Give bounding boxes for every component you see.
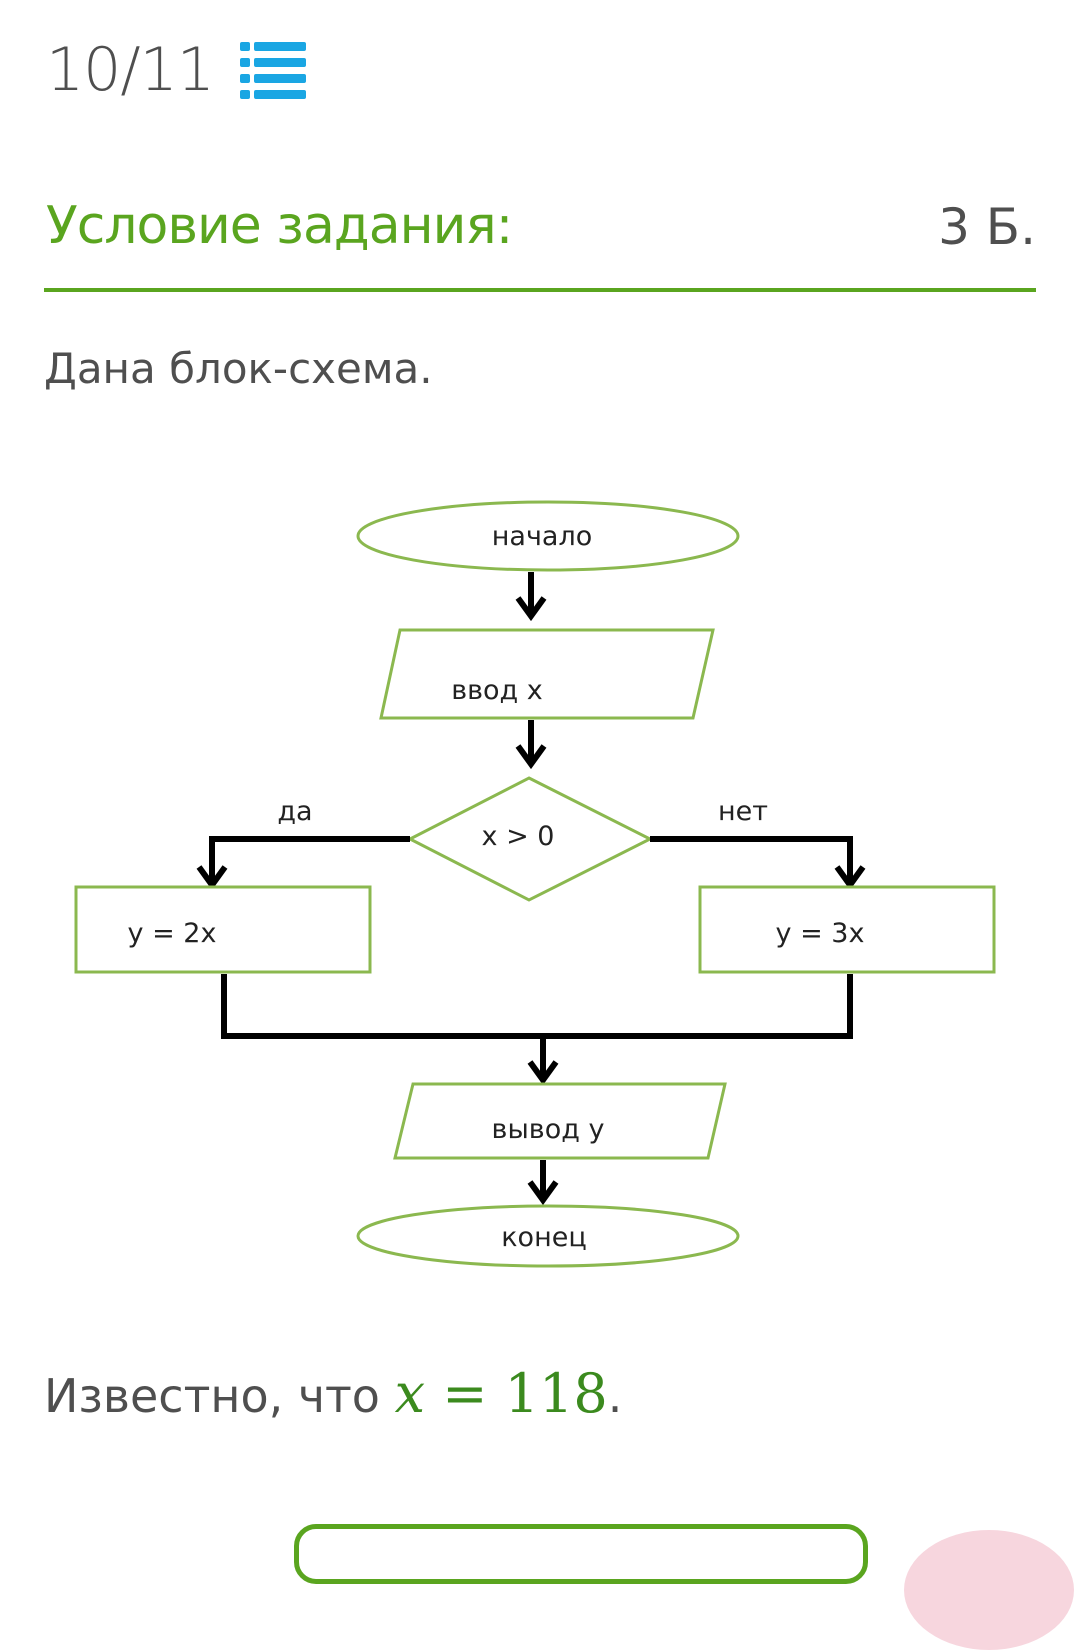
task-condition-header: Условие задания: 3 Б.	[44, 196, 1036, 292]
math-expression: x = 118	[395, 1362, 608, 1425]
arrow-start-to-input	[515, 572, 547, 622]
question-counter: 10/11	[46, 35, 215, 105]
flowchart-yes-process: y = 2x	[74, 885, 372, 974]
arrow-input-to-condition	[515, 720, 547, 770]
math-value: 118	[504, 1362, 608, 1425]
no-process-label: y = 3x	[776, 918, 865, 949]
arrow-condition-to-yes	[196, 836, 410, 891]
math-variable: x	[394, 1362, 426, 1425]
condition-label: x > 0	[482, 821, 555, 852]
decorative-blob	[904, 1530, 1074, 1650]
flowchart-input-node: ввод x	[379, 628, 715, 720]
arrow-condition-to-no	[650, 836, 866, 891]
arrow-merge-to-output	[221, 974, 853, 1086]
flowchart-end-node: конец	[356, 1204, 740, 1268]
flowchart-start-node: начало	[356, 500, 740, 572]
arrow-output-to-end	[527, 1160, 559, 1206]
input-label: ввод x	[451, 675, 543, 706]
no-label: нет	[718, 796, 768, 827]
math-equals: =	[425, 1362, 505, 1425]
answer-button[interactable]	[294, 1524, 868, 1584]
list-icon[interactable]	[239, 40, 306, 100]
known-suffix: .	[607, 1369, 623, 1423]
output-label: вывод y	[492, 1114, 605, 1145]
points-value: 3 Б.	[938, 198, 1036, 256]
section-title: Условие задания:	[46, 196, 513, 256]
flowchart-output-node: вывод y	[393, 1082, 727, 1160]
flowchart-diagram: начало ввод x x > 0 да нет y = 2x y	[74, 500, 996, 1268]
flowchart-condition-node: x > 0	[406, 776, 654, 902]
task-intro-text: Дана блок-схема.	[44, 344, 433, 393]
known-value-statement: Известно, что x = 118.	[44, 1362, 622, 1425]
start-label: начало	[492, 521, 592, 552]
known-prefix: Известно, что	[44, 1369, 395, 1423]
end-label: конец	[501, 1222, 586, 1253]
yes-label: да	[277, 796, 312, 827]
yes-process-label: y = 2x	[128, 918, 217, 949]
flowchart-no-process: y = 3x	[698, 885, 996, 974]
question-header: 10/11	[46, 30, 306, 110]
